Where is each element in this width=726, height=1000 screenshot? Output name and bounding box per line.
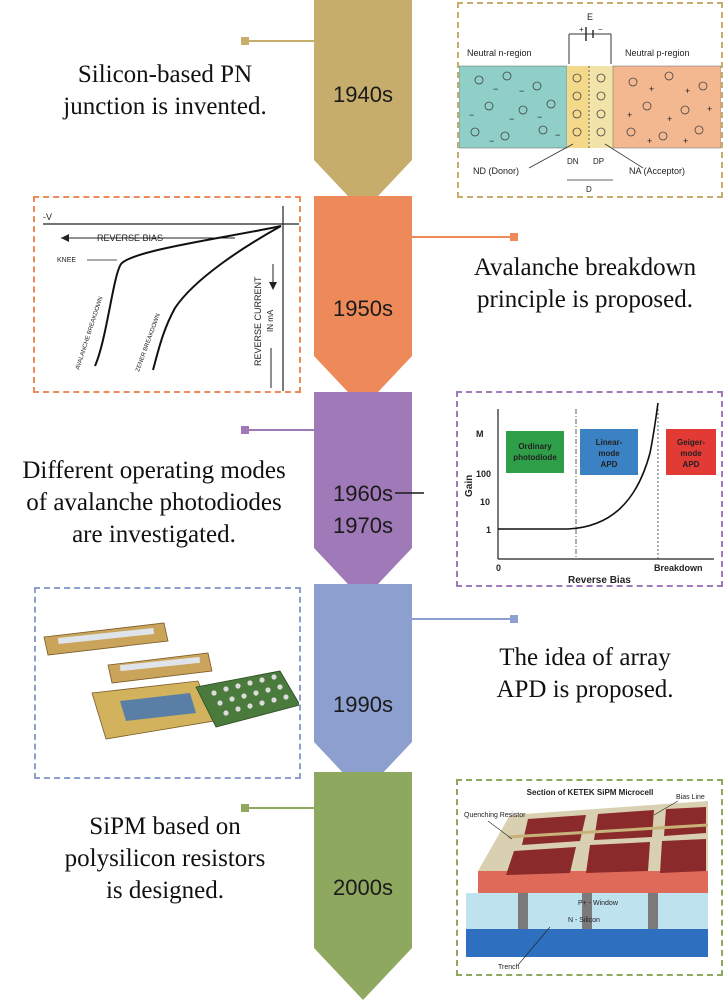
chevron-1960s-1970s: [314, 392, 412, 600]
svg-text:+: +: [707, 104, 712, 114]
avalanche-label: AVALANCHE BREAKDOWN: [75, 296, 104, 371]
sipm-microcell-diagram: Section of KETEK SiPM Microcell Quenchin…: [464, 788, 709, 971]
era-1970s: 1970s: [333, 513, 393, 538]
array-apd-illustration: [43, 622, 301, 740]
trench-label: Trench: [498, 964, 520, 971]
breakdown-label: Breakdown: [654, 563, 703, 573]
svg-text:APD: APD: [683, 460, 700, 469]
gain-panel: M 100 10 1 Gain 0 Breakdown Reverse Bias…: [456, 391, 723, 587]
gain-chart: M 100 10 1 Gain 0 Breakdown Reverse Bias…: [464, 402, 716, 586]
silicon-label: N - Silicon: [568, 917, 600, 924]
connector-1990s: [412, 615, 518, 623]
chevron-1990s: [314, 584, 412, 794]
breakdown-panel: -V REVERSE BIAS KNEE AVALANCHE BREAKDOWN…: [33, 196, 301, 393]
svg-text:+: +: [685, 86, 690, 96]
svg-text:+: +: [683, 136, 688, 146]
desc-1950s: Avalanche breakdown principle is propose…: [473, 254, 697, 313]
quenching-label: Quenching Resistor: [464, 812, 526, 819]
dn-label: DN: [567, 157, 579, 166]
svg-text:+: +: [667, 114, 672, 124]
svg-text:photodiode: photodiode: [513, 453, 557, 462]
gain-axis-label: Gain: [464, 475, 475, 497]
desc-1990s: The idea of array APD is proposed.: [496, 644, 674, 703]
window-label: P+ - Window: [578, 900, 619, 907]
connector-1960s: [241, 426, 314, 434]
era-1940s: 1940s: [333, 82, 393, 107]
desc-2000s: SiPM based on polysilicon resistors is d…: [64, 813, 266, 904]
era-1990s: 1990s: [333, 692, 393, 717]
svg-text:Linear-: Linear-: [596, 438, 623, 447]
desc-1960s: Different operating modes of avalanche p…: [22, 457, 286, 548]
breakdown-curves: -V REVERSE BIAS KNEE AVALANCHE BREAKDOWN…: [43, 206, 299, 391]
svg-text:mode: mode: [680, 449, 702, 458]
svg-text:+: +: [647, 136, 652, 146]
svg-text:−: −: [489, 136, 494, 146]
zener-label: ZENER BREAKDOWN: [135, 313, 162, 373]
x-zero-label: 0: [496, 563, 501, 573]
gain-10-label: 10: [480, 497, 490, 507]
svg-text:−: −: [509, 114, 514, 124]
p-region-label: Neutral p-region: [625, 48, 690, 58]
gain-1-label: 1: [486, 525, 491, 535]
gain-m-label: M: [476, 429, 484, 439]
desc-1940s: Silicon-based PN junction is invented.: [63, 61, 267, 120]
svg-text:−: −: [519, 86, 524, 96]
donor-label: ND (Donor): [473, 166, 519, 176]
svg-text:−: −: [598, 25, 603, 34]
reverse-bias-axis-label: Reverse Bias: [568, 575, 631, 585]
era-1950s: 1950s: [333, 296, 393, 321]
svg-text:+: +: [627, 110, 632, 120]
array-apd-panel: [34, 587, 301, 779]
pn-junction-diagram: E + − Neutral n-region Neutral p-region: [458, 12, 722, 194]
svg-text:−: −: [537, 112, 542, 122]
svg-text:−: −: [469, 110, 474, 120]
e-field-label: E: [587, 12, 593, 22]
svg-text:+: +: [649, 84, 654, 94]
v-label: -V: [43, 212, 52, 222]
mode-ordinary: [506, 431, 564, 473]
knee-label: KNEE: [57, 257, 76, 264]
svg-text:+: +: [579, 25, 584, 34]
mode-geiger: [666, 429, 716, 475]
svg-text:−: −: [555, 130, 560, 140]
gain-100-label: 100: [476, 469, 491, 479]
sipm-panel: Section of KETEK SiPM Microcell Quenchin…: [456, 779, 723, 976]
chevron-1940s: [314, 0, 412, 212]
era-2000s: 2000s: [333, 875, 393, 900]
connector-1950s: [412, 233, 518, 241]
d-label: D: [586, 185, 592, 194]
mode-linear: [580, 429, 638, 475]
svg-text:mode: mode: [598, 449, 620, 458]
connector-1940s: [241, 37, 314, 45]
svg-text:Geiger-: Geiger-: [677, 438, 705, 447]
chevron-2000s: [314, 772, 412, 1000]
sipm-title: Section of KETEK SiPM Microcell: [527, 788, 654, 797]
current-label: REVERSE CURRENT: [253, 276, 263, 366]
reverse-bias-label: REVERSE BIAS: [97, 233, 163, 243]
era-1960s: 1960s: [333, 481, 393, 506]
dp-label: DP: [593, 157, 604, 166]
acceptor-label: NA (Acceptor): [629, 166, 685, 176]
svg-text:APD: APD: [601, 460, 618, 469]
svg-text:−: −: [493, 84, 498, 94]
svg-text:Ordinary: Ordinary: [518, 442, 552, 451]
connector-2000s: [241, 804, 314, 812]
current-unit-label: IN mA: [266, 309, 275, 332]
pn-junction-panel: E + − Neutral n-region Neutral p-region: [457, 2, 723, 198]
chevron-1950s: [314, 196, 412, 408]
n-region-label: Neutral n-region: [467, 48, 532, 58]
bias-line-label: Bias Line: [676, 794, 705, 801]
